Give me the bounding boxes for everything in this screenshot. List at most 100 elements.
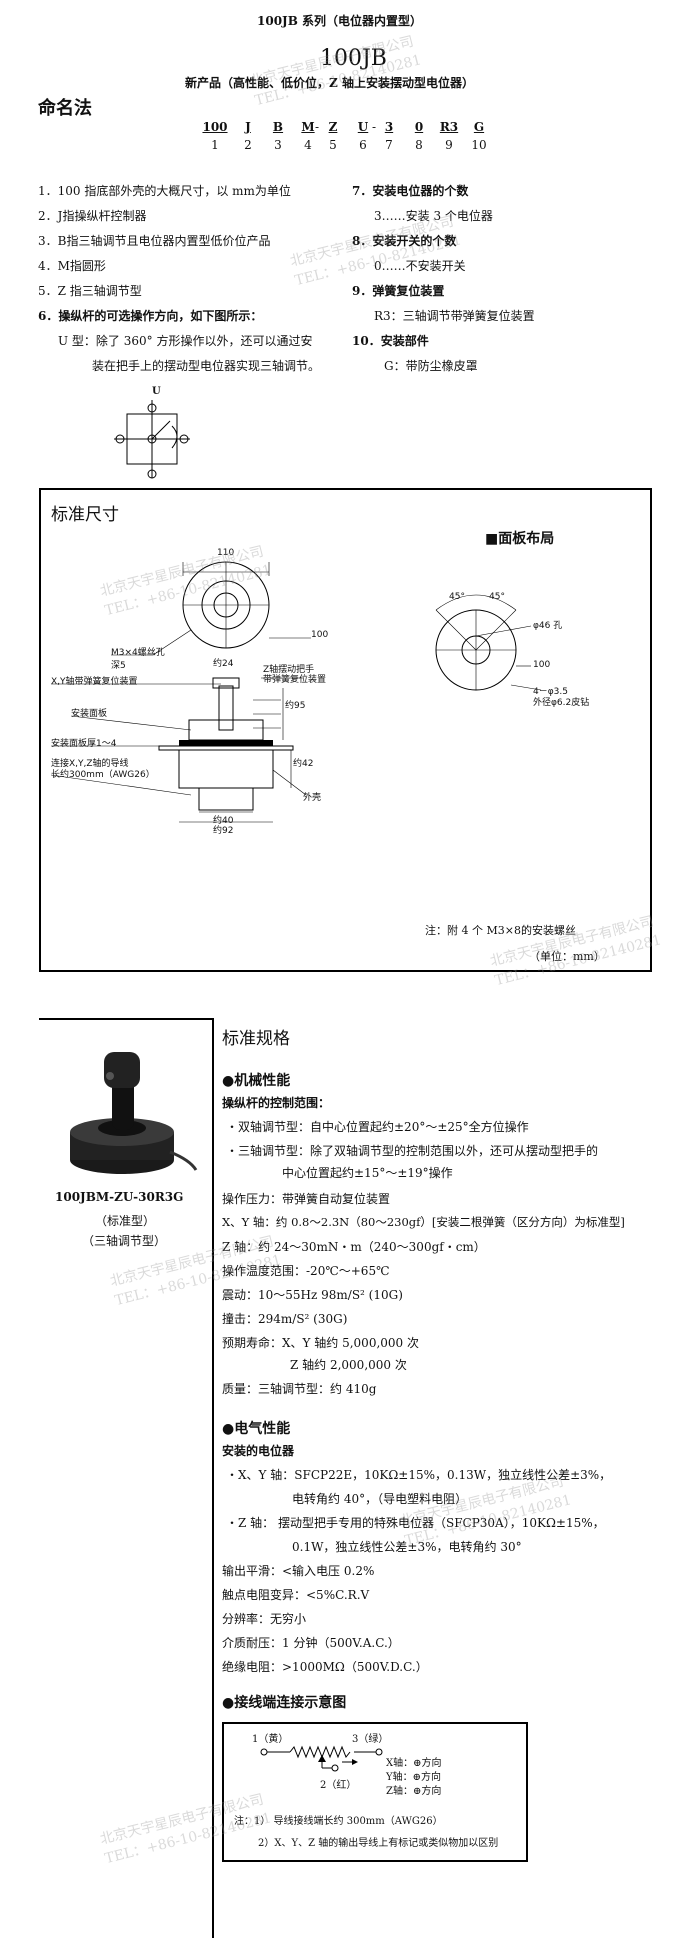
wiring-title: ●接线端连接示意图 — [222, 1695, 347, 1711]
dim-wire-len: 长约300mm（AWG26） — [51, 770, 155, 780]
mech-title: ●机械性能 — [222, 1073, 291, 1089]
product-image — [50, 1032, 200, 1182]
mech-item: 操作温度范围：-20℃～+65℃ — [222, 1264, 390, 1278]
naming-item-4: 4．M指圆形 — [38, 259, 106, 273]
naming-item-7: 7．安装电位器的个数 — [352, 184, 469, 198]
naming-item-8: 8．安装开关的个数 — [352, 234, 457, 248]
code-5: Z — [328, 120, 338, 134]
wiring-z-dir: Z轴：⊕方向 — [386, 1786, 442, 1797]
dim-approx95: 约95 — [285, 701, 306, 711]
product-top-rule — [39, 1018, 214, 1020]
wiring-note-2: 2）X、Y、Z 轴的输出导线上有标记或类似物加以区别 — [258, 1838, 499, 1849]
mech-item: 操作压力：带弹簧自动复位装置 — [222, 1192, 391, 1206]
joystick-photo-icon — [70, 1052, 198, 1174]
mech-item: X、Y 轴：约 0.8～2.3N（80～230gf）[安装二根弹簧（区分方向）为… — [222, 1215, 625, 1229]
specs-title: 标准规格 — [222, 1029, 290, 1049]
num-2: 2 — [244, 138, 252, 152]
dim-approx24: 约24 — [213, 659, 234, 669]
wiring-box: 1（黄） 3（绿） 2（红） X轴：⊕方向 Y轴：⊕方向 Z轴：⊕方向 注：1）… — [222, 1722, 528, 1862]
dim-xy-spring: X,Y轴带弹簧复位装置 — [51, 677, 138, 687]
code-1: 100 — [202, 120, 228, 134]
num-3: 3 — [274, 138, 282, 152]
dimensions-box: 标准尺寸 ■面板布局 — [39, 488, 652, 972]
naming-item-1: 1．100 指底部外壳的大概尺寸，以 mm为单位 — [38, 184, 291, 198]
code-4: M — [301, 120, 315, 134]
mech-item: 操纵杆的控制范围： — [222, 1096, 331, 1110]
num-4: 4 — [304, 138, 312, 152]
wiring-pin-2: 2（红） — [320, 1780, 357, 1791]
elec-item: ・Z 轴： 摆动型把手专用的特殊电位器（SFCP30A），10KΩ±15%， — [226, 1516, 605, 1530]
code-3: B — [272, 120, 284, 134]
dim-holes: 4－φ3.5 — [533, 687, 568, 697]
naming-item-6a: U 型：除了 360° 方形操作以外，还可以通过安 — [58, 334, 313, 348]
naming-item-6: 6．操纵杆的可选操作方向，如下图所示： — [38, 309, 263, 323]
code-10: G — [473, 120, 485, 134]
naming-item-2: 2．J指操纵杆控制器 — [38, 209, 147, 223]
elec-item: 介质耐压：1 分钟（500V.A.C.） — [222, 1636, 400, 1650]
num-6: 6 — [359, 138, 367, 152]
dimensions-unit: （单位：mm） — [529, 950, 605, 963]
dim-depth: 深5 — [111, 661, 126, 671]
dim-p100: 100 — [533, 660, 551, 670]
product-type-2: （三轴调节型） — [82, 1234, 167, 1248]
dim-approx42: 约42 — [293, 759, 314, 769]
code-dash-2: - — [371, 120, 377, 134]
wiring-diagram-icon — [260, 1745, 383, 1772]
num-9: 9 — [445, 138, 453, 152]
naming-item-10a: G：带防尘橡皮罩 — [384, 359, 478, 373]
mech-item: 预期寿命：X、Y 轴约 5,000,000 次 — [222, 1336, 419, 1350]
code-6: U — [357, 120, 369, 134]
mech-item: 质量：三轴调节型：约 410g — [222, 1382, 377, 1396]
mech-item: Z 轴：约 24～30mN・m（240～300gf・cm） — [222, 1240, 486, 1254]
dim-110: 110 — [217, 548, 235, 558]
naming-item-3: 3．B指三轴调节且电位器内置型低价位产品 — [38, 234, 271, 248]
dim-ang45a: 45° — [449, 592, 465, 602]
dimensions-note: 注：附 4 个 M3×8的安装螺丝 — [425, 924, 576, 937]
mech-item: 中心位置起约±15°～±19°操作 — [282, 1166, 453, 1180]
naming-item-10: 10．安装部件 — [352, 334, 429, 348]
series-title: 100JB 系列（电位器内置型） — [257, 14, 423, 28]
spec-divider — [212, 1018, 214, 1938]
dim-screw: M3×4螺丝孔 — [111, 648, 165, 658]
dim-wires: 连接X,Y,Z轴的导线 — [51, 759, 129, 769]
direction-diagram: U — [112, 386, 202, 486]
subtitle: 新产品（高性能、低价位，Z 轴上安装摆动型电位器） — [185, 76, 474, 90]
dim-z-spring: 带弹簧复位装置 — [263, 675, 327, 685]
num-10: 10 — [471, 138, 487, 152]
num-1: 1 — [211, 138, 219, 152]
mech-item: Z 轴约 2,000,000 次 — [290, 1358, 407, 1372]
elec-item: 输出平滑：<输入电压 0.2% — [222, 1564, 375, 1578]
naming-title: 命名法 — [38, 98, 92, 119]
dim-ang45b: 45° — [489, 592, 505, 602]
naming-item-9a: R3：三轴调节带弹簧复位装置 — [374, 309, 535, 323]
elec-title: ●电气性能 — [222, 1421, 291, 1437]
product-name: 100JBM-ZU-30R3G — [55, 1190, 184, 1204]
naming-item-9: 9．弹簧复位装置 — [352, 284, 445, 298]
dim-panel-thick: 安装面板厚1～4 — [51, 739, 117, 749]
num-7: 7 — [385, 138, 393, 152]
code-7: 3 — [384, 120, 394, 134]
elec-item: 0.1W，独立线性公差±3%，电转角约 30° — [292, 1540, 522, 1554]
dim-z-handle: Z轴摆动把手 — [263, 665, 315, 675]
elec-item: 分辨率：无穷小 — [222, 1612, 307, 1626]
num-8: 8 — [415, 138, 423, 152]
dim-d46: φ46 孔 — [533, 621, 563, 631]
naming-item-8a: 0……不安装开关 — [374, 259, 466, 273]
wiring-pin-3: 3（绿） — [352, 1734, 389, 1745]
model-title: 100JB — [320, 46, 387, 71]
elec-item: ・X、Y 轴：SFCP22E，10KΩ±15%，0.13W，独立线性公差±3%， — [226, 1468, 612, 1482]
code-2: J — [245, 120, 251, 134]
code-8: 0 — [414, 120, 424, 134]
direction-arrows-icon — [114, 400, 190, 479]
mech-item: ・三轴调节型：除了双轴调节型的控制范围以外，还可从摆动型把手的 — [226, 1144, 599, 1158]
dimension-drawing-icon — [50, 561, 542, 823]
mech-item: ・双轴调节型：自中心位置起约±20°～±25°全方位操作 — [226, 1120, 529, 1134]
wiring-note-1: 注：1） 导线接线端长约 300mm（AWG26） — [234, 1816, 443, 1827]
mech-item: 撞击：294m/S² (30G) — [222, 1312, 348, 1326]
wiring-pin-1: 1（黄） — [252, 1734, 289, 1745]
dimensions-title: 标准尺寸 — [51, 505, 119, 525]
mech-item: 震动：10～55Hz 98m/S² (10G) — [222, 1288, 403, 1302]
wiring-y-dir: Y轴：⊕方向 — [386, 1772, 441, 1783]
naming-item-5: 5．Z 指三轴调节型 — [38, 284, 142, 298]
wiring-x-dir: X轴：⊕方向 — [386, 1758, 442, 1769]
